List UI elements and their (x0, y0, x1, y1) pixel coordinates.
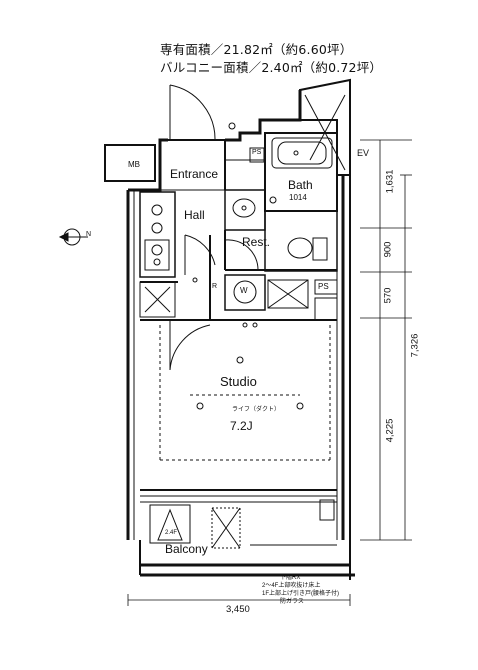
studio-size-label: 7.2J (230, 419, 253, 433)
mb-box (104, 144, 156, 182)
outlet-marks (192, 122, 304, 410)
north-arrow-icon (58, 228, 88, 246)
note-2: 2〜4F上部吹抜け床上 (262, 583, 321, 589)
dim-900: 900 (382, 241, 394, 258)
studio-label: Studio (220, 374, 257, 389)
hall-door (184, 234, 216, 320)
note-3: 1F上部上げ引き戸(腰格子付) (262, 591, 339, 597)
studio-dashed (159, 325, 331, 461)
ev-label: EV (357, 148, 370, 158)
dimension-line-bottom (127, 594, 351, 606)
mb-label: MB (128, 160, 140, 169)
balcony-area-text: バルコニー面積／2.40㎡（約0.72坪） (160, 60, 383, 75)
ladder-height-label: 2.4F (165, 530, 178, 536)
balcony-label: Balcony (165, 542, 208, 556)
bath-label: Bath (288, 178, 313, 192)
entrance-label: Entrance (170, 167, 219, 181)
dim-7326: 7,326 (409, 333, 421, 358)
dim-570: 570 (382, 287, 394, 304)
dim-3450: 3,450 (226, 604, 250, 615)
balcony-area (139, 504, 337, 575)
balcony-window (140, 489, 337, 521)
light-point (236, 356, 244, 364)
ps-label-mid: PS (318, 282, 329, 291)
refrigerator-label: R (212, 283, 218, 290)
note-1: 下階RX (280, 575, 301, 581)
bath-size-label: 1014 (289, 193, 307, 202)
washer-area (200, 274, 338, 321)
kitchen-counter (139, 191, 200, 321)
exclusive-area-text: 専有面積／21.82㎡（約6.60坪） (160, 42, 353, 57)
washer-label: W (240, 286, 248, 295)
compass-label: N (86, 231, 92, 238)
washbasin (224, 189, 277, 231)
studio-door (169, 320, 211, 371)
note-4: 防ガラス (280, 599, 304, 605)
restroom (224, 210, 338, 272)
ps-label-top: PS (252, 149, 262, 156)
dim-4225: 4,225 (384, 418, 396, 443)
hall-label: Hall (184, 208, 205, 222)
ps-box-top (249, 147, 265, 163)
entrance-door (168, 84, 225, 141)
dimension-lines-right (360, 139, 412, 541)
dim-1631: 1,631 (384, 169, 396, 194)
lighting-note: ライフ（ダクト） (232, 407, 281, 413)
rest-label: Rest. (242, 235, 271, 249)
